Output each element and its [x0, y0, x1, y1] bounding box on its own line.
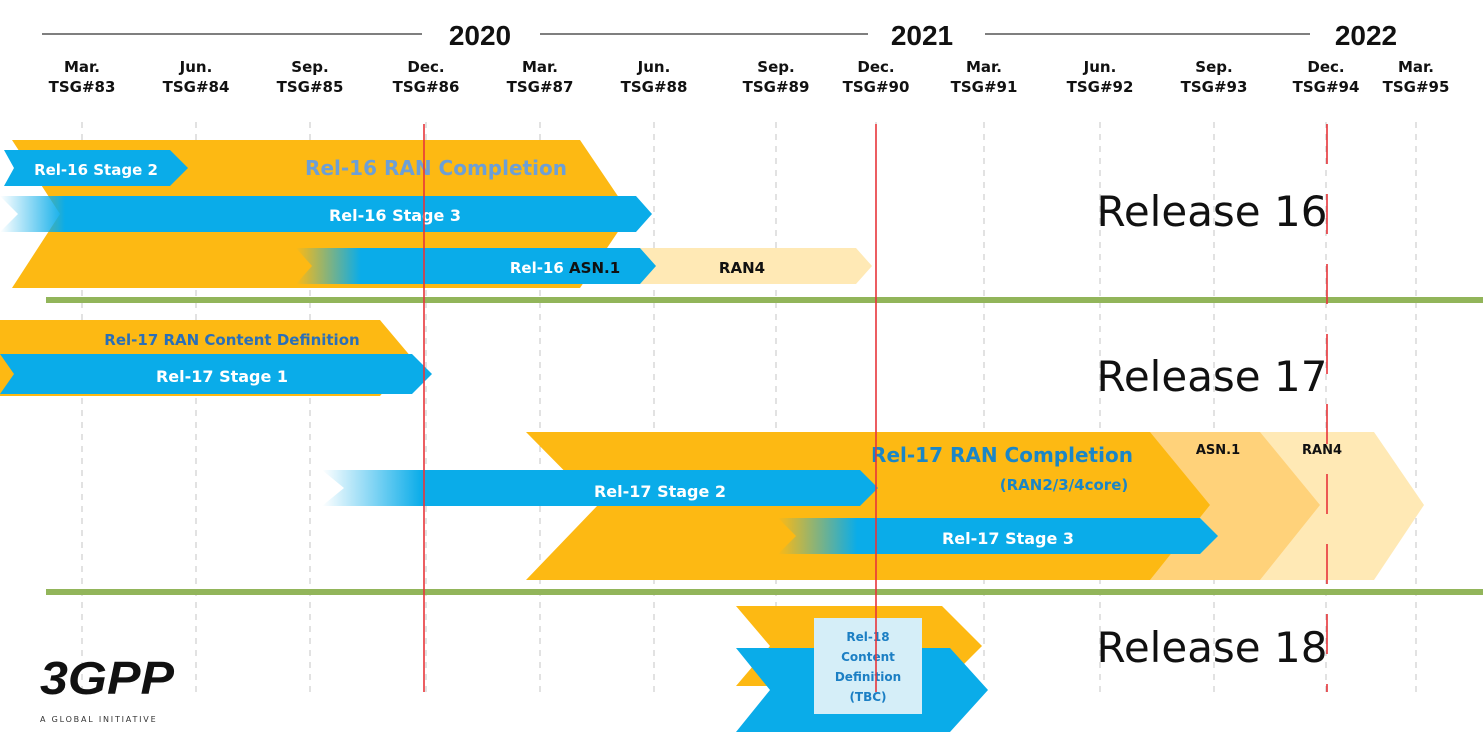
rel17-stage1-label: Rel-17 Stage 1	[156, 367, 288, 386]
rel18-box-line: Content	[841, 650, 895, 664]
milestone-month: Sep.	[757, 58, 794, 76]
rel17-stage2-label: Rel-17 Stage 2	[594, 482, 726, 501]
rel16-asn1-prefix: Rel-16	[510, 259, 564, 277]
milestone-month: Jun.	[637, 58, 671, 76]
release-16-title: Release 16	[1097, 187, 1328, 236]
milestone-labels: Mar. TSG#83 Jun. TSG#84 Sep. TSG#85 Dec. TSG#86…	[49, 58, 1450, 96]
year-header: 2020 2021 2022	[42, 20, 1397, 51]
rel16-ran-completion-label: Rel-16 RAN Completion	[305, 156, 567, 180]
rel16-ran4-bar	[630, 248, 872, 284]
milestone-month: Mar.	[522, 58, 558, 76]
milestone-tsg: TSG#84	[163, 78, 230, 96]
milestone-month: Jun.	[179, 58, 213, 76]
milestone-tsg: TSG#83	[49, 78, 116, 96]
milestone-month: Dec.	[1307, 58, 1344, 76]
rel17-content-definition-label: Rel-17 RAN Content Definition	[104, 331, 359, 349]
rel18-content-box	[814, 618, 922, 714]
rel18-box-line: (TBC)	[849, 690, 886, 704]
rel16-asn1-label: Rel-16 ASN.1	[510, 259, 620, 277]
rel17-stage3-label: Rel-17 Stage 3	[942, 529, 1074, 548]
release-17-group: Rel-17 RAN Content Definition Rel-17 Sta…	[0, 320, 1424, 580]
rel16-stage3-bar	[0, 196, 652, 232]
3gpp-logo-mark: 3GPP	[40, 652, 174, 704]
milestone-month: Dec.	[407, 58, 444, 76]
rel16-ran4-label: RAN4	[719, 259, 765, 277]
year-label: 2020	[449, 20, 511, 51]
milestone-month: Mar.	[64, 58, 100, 76]
milestone-month: Mar.	[966, 58, 1002, 76]
release-18-title: Release 18	[1097, 623, 1328, 672]
release-16-group: Rel-16 Stage 2 Rel-16 RAN Completion Rel…	[0, 140, 1327, 288]
rel16-stage3-label: Rel-16 Stage 3	[329, 206, 461, 225]
release-18-group: Rel-18 Content Definition (TBC) Release …	[736, 606, 1327, 732]
milestone-tsg: TSG#95	[1383, 78, 1450, 96]
rel17-ran-completion-sublabel: (RAN2/3/4core)	[1000, 476, 1128, 494]
year-label: 2021	[891, 20, 953, 51]
milestone-month: Jun.	[1083, 58, 1117, 76]
rel18-box-line: Rel-18	[846, 630, 889, 644]
rel16-asn1-bar	[296, 248, 656, 284]
3gpp-logo: 3GPP A GLOBAL INITIATIVE	[40, 652, 174, 724]
rel17-ran-completion-label: Rel-17 RAN Completion	[871, 443, 1133, 467]
milestone-month: Dec.	[857, 58, 894, 76]
milestone-month: Sep.	[1195, 58, 1232, 76]
milestone-tsg: TSG#91	[951, 78, 1018, 96]
milestone-tsg: TSG#89	[743, 78, 810, 96]
milestone-tsg: TSG#92	[1067, 78, 1134, 96]
rel17-stage1-bar	[0, 354, 432, 394]
rel17-stage2-bar	[322, 470, 878, 506]
rel16-stage2-bar	[4, 150, 188, 186]
3gpp-logo-tagline: A GLOBAL INITIATIVE	[40, 715, 157, 724]
year-end-lines	[423, 124, 1328, 692]
rel16-stage2-label: Rel-16 Stage 2	[34, 161, 158, 179]
milestone-tsg: TSG#87	[507, 78, 574, 96]
milestone-tsg: TSG#93	[1181, 78, 1248, 96]
rel17-ran4-label: RAN4	[1302, 443, 1342, 458]
rel16-asn1-suffix: ASN.1	[569, 259, 620, 277]
milestone-month: Mar.	[1398, 58, 1434, 76]
rel17-asn1-label: ASN.1	[1196, 443, 1240, 458]
milestone-tsg: TSG#85	[277, 78, 344, 96]
milestone-tsg: TSG#88	[621, 78, 688, 96]
year-label: 2022	[1335, 20, 1397, 51]
rel17-stage3-bar	[778, 518, 1218, 554]
milestone-tsg: TSG#86	[393, 78, 460, 96]
rel18-box-line: Definition	[835, 670, 901, 684]
release-17-title: Release 17	[1097, 352, 1328, 401]
milestone-month: Sep.	[291, 58, 328, 76]
milestone-tsg: TSG#94	[1293, 78, 1360, 96]
milestone-tsg: TSG#90	[843, 78, 910, 96]
